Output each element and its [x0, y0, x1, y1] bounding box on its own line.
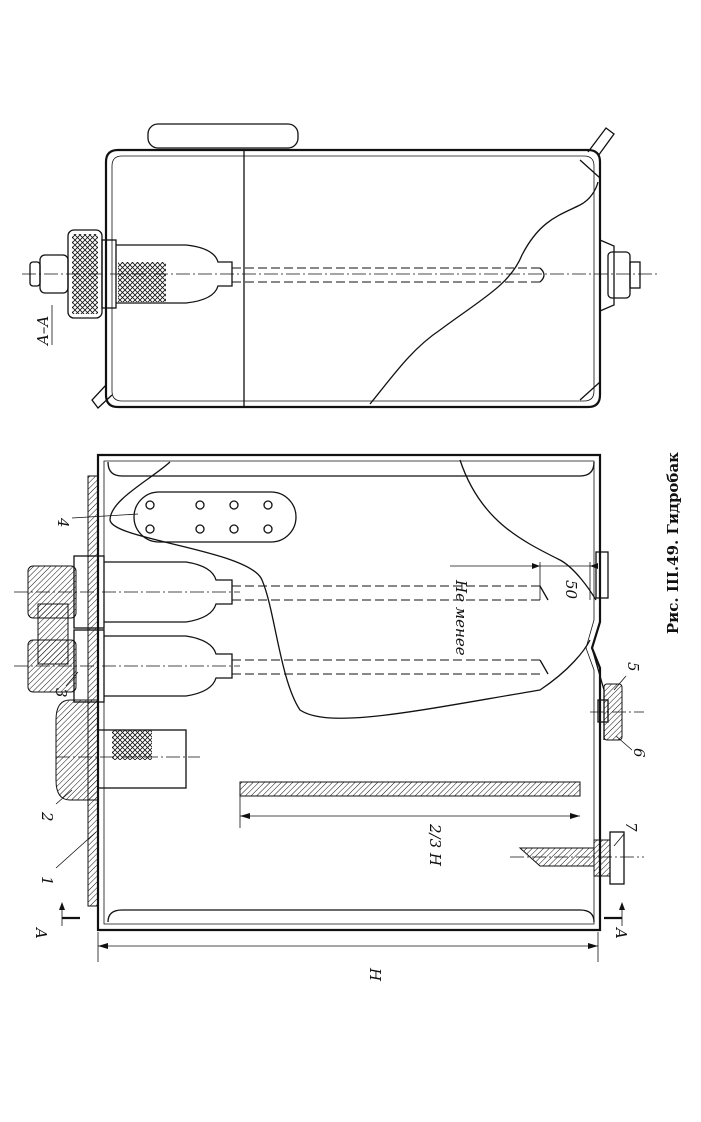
callout-7: 7: [622, 822, 640, 832]
dimension-h-label: H: [366, 967, 384, 982]
section-break-line: [370, 182, 598, 404]
dimension-min-50: Не менее 50: [450, 562, 598, 656]
callout-6: 6: [630, 748, 648, 758]
dimension-min-label: Не менее: [452, 579, 470, 656]
callout-2: 2: [38, 811, 56, 822]
svg-text:A: A: [612, 926, 630, 939]
section-mark-right: A: [604, 902, 630, 939]
section-cover-plate: [148, 124, 298, 148]
callout-4: 4: [54, 517, 72, 528]
callout-1: 1: [38, 876, 56, 886]
dimension-two-thirds-label: 2/3 H: [426, 823, 444, 867]
callout-3: 3: [52, 688, 70, 698]
main-cover-plate: [88, 476, 98, 906]
main-baffle: [240, 782, 580, 796]
main-filler-neck: [56, 700, 200, 800]
main-tank-view: [14, 455, 644, 930]
section-drain-plug: [580, 160, 640, 400]
section-label: A–A: [34, 316, 52, 347]
perforated-plate: [134, 492, 296, 542]
callouts: 1 2 3 4 5 6 7: [38, 514, 648, 886]
section-tank-body: [106, 150, 600, 407]
callout-5: 5: [624, 662, 642, 672]
section-mark-left: A: [32, 902, 80, 939]
main-break-line: [110, 460, 596, 718]
svg-text:A: A: [32, 926, 50, 939]
figure-caption: Рис. III.49. Гидробак: [664, 452, 682, 634]
dimension-h: H: [98, 932, 598, 982]
section-view-a-a: A–A: [22, 124, 660, 408]
suction-pipe: [510, 832, 644, 884]
dimension-min-value: 50: [562, 580, 580, 600]
